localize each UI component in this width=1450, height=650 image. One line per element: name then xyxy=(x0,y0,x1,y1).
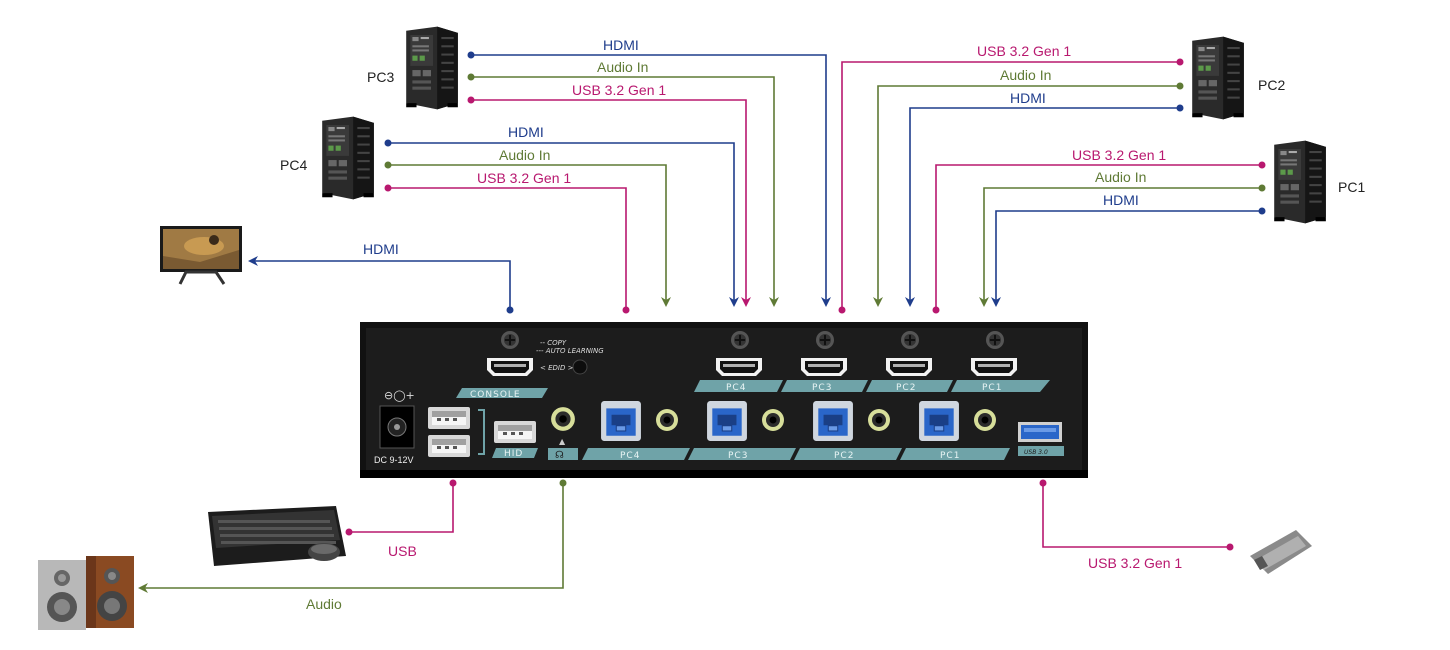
cable-pc2-usb: USB 3.2 Gen 1 xyxy=(838,43,1184,314)
screw-icon xyxy=(731,331,749,349)
computer-pc3: PC3 xyxy=(367,26,458,110)
cable-label: HDMI xyxy=(1103,192,1139,208)
cable-pc3-hdmi: HDMI xyxy=(467,37,831,307)
edid-copy-label: -- COPY xyxy=(540,339,567,347)
pc2-label: PC2 xyxy=(1258,77,1285,93)
power-polarity-icon: ⊖◯+ xyxy=(384,389,415,402)
tower-icon xyxy=(1274,140,1326,224)
tower-icon xyxy=(322,116,374,200)
computer-pc2: PC2 xyxy=(1192,36,1285,120)
cable-label: Audio In xyxy=(1000,67,1051,83)
tower-icon xyxy=(406,26,458,110)
cable-label: Audio In xyxy=(597,59,648,75)
screw-icon xyxy=(901,331,919,349)
cable-pc2-audio: Audio In xyxy=(873,67,1184,307)
cable-label: USB 3.2 Gen 1 xyxy=(572,82,666,98)
screw-icon xyxy=(816,331,834,349)
edid-auto-label: --- AUTO LEARNING xyxy=(536,347,604,355)
usb-flash-drive-icon xyxy=(1250,530,1312,574)
bottom-port-label-pc3: PC3 xyxy=(728,451,748,461)
usb-b-port-pc3[interactable] xyxy=(707,401,747,441)
usb-b-port-pc2[interactable] xyxy=(813,401,853,441)
console-usb-port-2[interactable] xyxy=(428,435,470,457)
cable-label: USB 3.2 Gen 1 xyxy=(977,43,1071,59)
bottom-port-label-pc1: PC1 xyxy=(940,451,960,461)
edid-label: < EDID > xyxy=(540,364,574,372)
computer-pc1: PC1 xyxy=(1274,140,1365,224)
cable-pc3-usb: USB 3.2 Gen 1 xyxy=(467,82,751,307)
cable-label: HDMI xyxy=(508,124,544,140)
cable-keyboard-usb: USB xyxy=(345,479,457,559)
screw-icon xyxy=(986,331,1004,349)
cable-label: USB xyxy=(388,543,417,559)
hid-usb-port[interactable] xyxy=(494,421,536,443)
hid-label: HID xyxy=(504,449,523,459)
cable-pc1-audio: Audio In xyxy=(979,169,1266,307)
bottom-port-label-pc2: PC2 xyxy=(834,451,854,461)
audio-jack-pc4[interactable] xyxy=(656,409,678,431)
cable-pc4-audio: Audio In xyxy=(384,147,671,307)
top-port-label-pc3: PC3 xyxy=(812,383,832,393)
cable-flash-drive-usb: USB 3.2 Gen 1 xyxy=(1039,479,1234,571)
edid-button[interactable] xyxy=(572,359,588,375)
cable-pc4-hdmi: HDMI xyxy=(384,124,739,307)
kvm-switch-rear-panel: -- COPY --- AUTO LEARNING < EDID > PC4 P… xyxy=(360,322,1088,478)
cable-pc4-usb: USB 3.2 Gen 1 xyxy=(384,170,630,314)
usb3-label: USB 3.0 xyxy=(1024,449,1048,456)
bottom-port-label-pc4: PC4 xyxy=(620,451,640,461)
pc1-label: PC1 xyxy=(1338,179,1365,195)
usb-b-port-pc1[interactable] xyxy=(919,401,959,441)
audio-jack-pc2[interactable] xyxy=(868,409,890,431)
pc3-label: PC3 xyxy=(367,69,394,85)
cable-label: HDMI xyxy=(363,241,399,257)
cable-label: HDMI xyxy=(603,37,639,53)
console-band xyxy=(456,388,548,398)
cable-pc3-audio: Audio In xyxy=(467,59,779,307)
console-hdmi-port[interactable] xyxy=(487,358,533,376)
cable-pc2-hdmi: HDMI xyxy=(905,90,1184,307)
cable-pc1-hdmi: HDMI xyxy=(991,192,1266,307)
top-port-label-pc4: PC4 xyxy=(726,383,746,393)
hdmi-port-pc2[interactable] xyxy=(886,358,932,376)
computer-pc4: PC4 xyxy=(280,116,374,200)
hdmi-port-pc1[interactable] xyxy=(971,358,1017,376)
console-audio-jack[interactable] xyxy=(551,407,575,431)
headphone-icon: ☊ xyxy=(555,450,564,461)
top-port-label-pc2: PC2 xyxy=(896,383,916,393)
tower-icon xyxy=(1192,36,1244,120)
audio-jack-pc1[interactable] xyxy=(974,409,996,431)
cable-pc1-usb: USB 3.2 Gen 1 xyxy=(932,147,1266,314)
cable-label: USB 3.2 Gen 1 xyxy=(1072,147,1166,163)
screw-icon xyxy=(501,331,519,349)
mouse-icon xyxy=(308,543,340,561)
arrow-up-icon: ▲ xyxy=(559,437,566,446)
cable-speakers-audio: Audio xyxy=(138,479,567,612)
power-label: DC 9-12V xyxy=(374,455,414,465)
cable-label: Audio In xyxy=(1095,169,1146,185)
audio-jack-pc3[interactable] xyxy=(762,409,784,431)
cable-monitor-hdmi: HDMI xyxy=(248,241,514,314)
console-label: CONSOLE xyxy=(470,390,521,400)
cable-label: Audio xyxy=(306,596,342,612)
top-port-label-pc1: PC1 xyxy=(982,383,1002,393)
hdmi-port-pc4[interactable] xyxy=(716,358,762,376)
cable-label: HDMI xyxy=(1010,90,1046,106)
monitor-icon xyxy=(160,226,242,285)
pc4-label: PC4 xyxy=(280,157,307,173)
console-usb-port-1[interactable] xyxy=(428,407,470,429)
usb-b-port-pc4[interactable] xyxy=(601,401,641,441)
cable-label: USB 3.2 Gen 1 xyxy=(477,170,571,186)
speakers-icon xyxy=(38,556,134,630)
cable-label: Audio In xyxy=(499,147,550,163)
hdmi-port-pc3[interactable] xyxy=(801,358,847,376)
cable-label: USB 3.2 Gen 1 xyxy=(1088,555,1182,571)
